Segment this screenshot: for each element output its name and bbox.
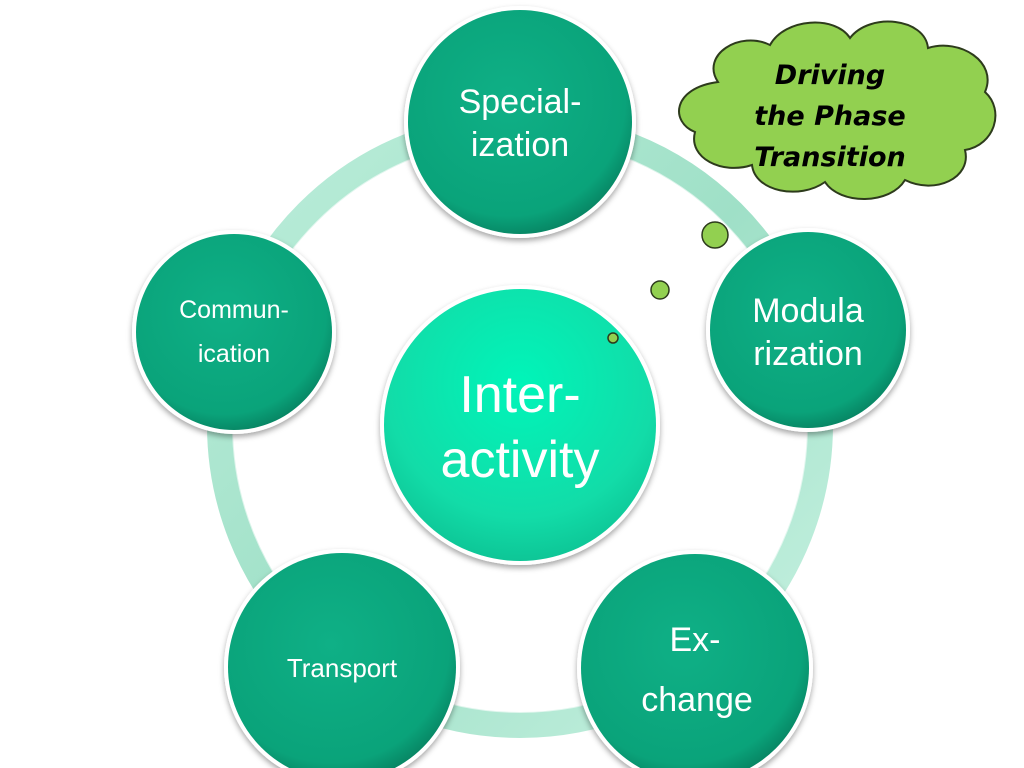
node-specialization-circle	[408, 10, 632, 234]
callout-line-2: the Phase	[754, 101, 905, 132]
thought-cloud-shape	[678, 20, 997, 200]
node-modularization-line-1: Modula	[752, 292, 864, 330]
center-node-line-1: Inter-	[459, 366, 580, 424]
thought-bubble-large	[701, 221, 729, 249]
node-transport-line-1: Transport	[287, 653, 398, 683]
node-communication-circle	[136, 234, 332, 430]
node-specialization: Special- ization	[404, 6, 636, 238]
node-specialization-line-2: ization	[471, 126, 569, 164]
node-modularization: Modula rization	[706, 228, 910, 432]
node-exchange-circle	[581, 554, 809, 768]
thought-callout: Driving the Phase Transition	[607, 20, 997, 344]
node-modularization-line-2: rization	[753, 335, 863, 373]
node-specialization-line-1: Special-	[459, 83, 582, 121]
callout-line-1: Driving	[775, 60, 885, 91]
center-node-fill	[384, 289, 656, 561]
node-exchange: Ex- change	[577, 550, 813, 768]
center-node-line-2: activity	[441, 431, 600, 489]
thought-bubble-small	[607, 332, 619, 344]
node-transport-circle	[228, 553, 456, 768]
callout-line-3: Transition	[754, 142, 905, 173]
node-communication-line-2: ication	[198, 340, 270, 368]
node-communication-line-1: Commun-	[179, 296, 289, 324]
node-transport: Transport	[224, 549, 460, 768]
node-exchange-line-1: Ex-	[670, 621, 721, 659]
node-communication: Commun- ication	[132, 230, 336, 434]
thought-bubble-medium	[650, 280, 670, 300]
node-exchange-line-2: change	[641, 681, 753, 719]
center-node: Inter- activity	[380, 285, 660, 565]
node-modularization-circle	[710, 232, 906, 428]
